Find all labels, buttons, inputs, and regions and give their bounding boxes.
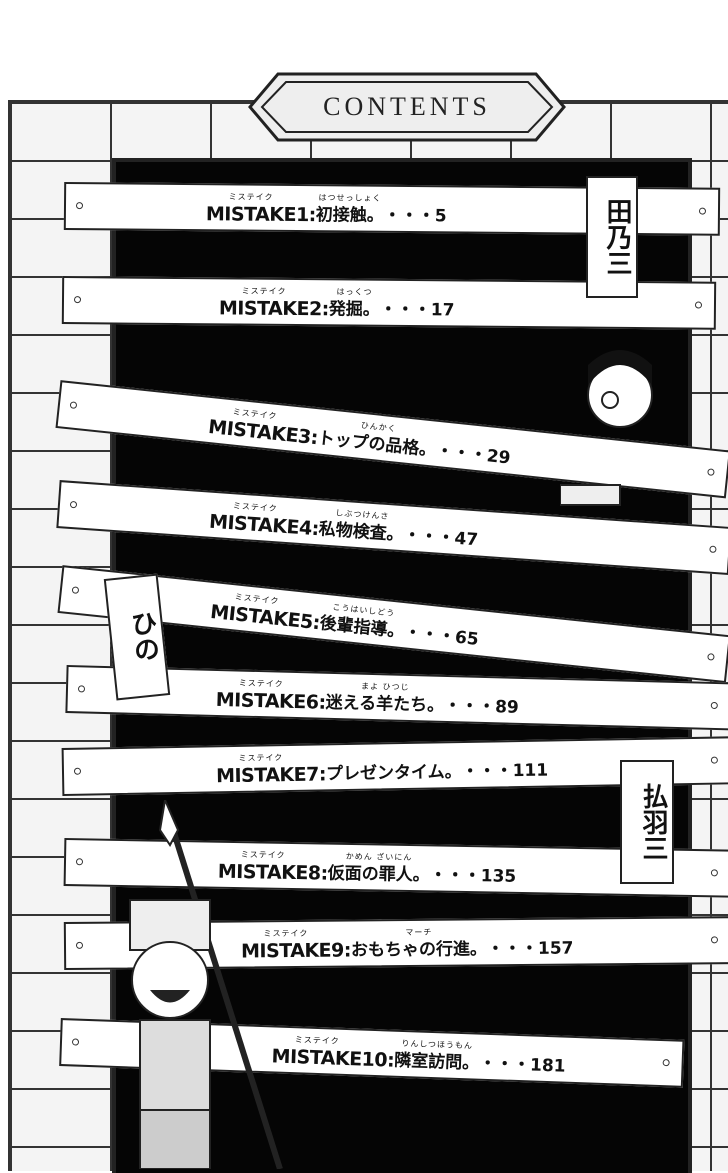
chapter-number: 6: [305, 691, 319, 714]
prefix-text: MISTAKE: [205, 203, 297, 227]
nail-icon: [710, 756, 718, 764]
title-text: おもちゃの行進。: [350, 939, 488, 961]
prefix-ruby: ミステイク: [238, 678, 284, 689]
leader-dots: ・・・: [379, 299, 431, 321]
title-text: 仮面の罪人。: [327, 863, 430, 886]
page-number: 47: [453, 528, 479, 551]
chapter-title: かめん ざいにん仮面の罪人。: [327, 852, 430, 891]
title-ruby: りんしつほうもん: [401, 1038, 474, 1051]
plaque-frame: [248, 72, 566, 142]
nail-icon: [710, 701, 718, 710]
chapter-title: りんしつほうもん隣室訪問。: [393, 1039, 480, 1079]
title-text: 発掘。: [328, 299, 380, 320]
page-number: 181: [529, 1055, 566, 1077]
title-text: 迷える羊たち。: [325, 692, 445, 716]
chapter-title: しぶつけんさ私物検査。: [318, 508, 405, 550]
leader-dots: ・・・: [443, 695, 496, 718]
chapter-number: 9: [331, 939, 344, 962]
leader-dots: ・・・: [461, 761, 513, 783]
title-text: 私物検査。: [318, 519, 405, 546]
chapter-number: 7: [305, 763, 320, 786]
prefix-ruby: ミステイク: [241, 286, 287, 296]
title-ruby: かめん ざいにん: [345, 851, 413, 863]
nail-icon: [69, 401, 78, 409]
girl-character-illustration: [560, 350, 653, 506]
leader-dots: ・・・: [402, 525, 456, 549]
page-number: 29: [485, 446, 512, 469]
nail-icon: [710, 936, 719, 944]
sound-effect-sign: 払羽三: [620, 760, 674, 884]
chapter-title: プレゼンタイム。: [326, 761, 462, 789]
page-number: 17: [430, 300, 455, 321]
title-ruby: まよ ひつじ: [360, 681, 410, 692]
nail-icon: [694, 301, 703, 309]
prefix-ruby: ミステイク: [228, 192, 274, 202]
nail-icon: [698, 207, 707, 215]
prefix-text: MISTAKE: [218, 297, 310, 321]
chapter-number: 8: [307, 862, 321, 885]
nail-icon: [707, 653, 715, 661]
nail-icon: [71, 1038, 80, 1046]
nail-icon: [71, 586, 80, 594]
title-ruby: はつせっしょく: [318, 193, 382, 203]
nail-icon: [709, 545, 717, 554]
leader-dots: ・・・: [435, 440, 488, 467]
leader-dots: ・・・: [486, 938, 539, 960]
nail-icon: [77, 685, 86, 693]
chapter-title: はつせっしょく初接触。: [315, 193, 384, 231]
nail-icon: [75, 202, 84, 210]
page-number: 89: [494, 697, 520, 718]
page-number: 65: [453, 627, 480, 650]
title-ruby: [316, 750, 472, 762]
title-plaque: CONTENTS: [248, 72, 566, 142]
page-number: 157: [537, 938, 574, 959]
prefix-text: MISTAKE: [215, 688, 307, 714]
leader-dots: ・・・: [403, 622, 457, 648]
chapter-number: 1: [295, 204, 309, 227]
prefix-ruby: ミステイク: [238, 753, 284, 763]
page-number: 5: [434, 206, 447, 227]
chapter-number: 2: [308, 298, 322, 321]
nail-icon: [73, 767, 82, 775]
prefix-text: MISTAKE: [208, 510, 300, 539]
nail-icon: [73, 296, 82, 304]
chapter-title: まよ ひつじ迷える羊たち。: [325, 682, 445, 721]
nail-icon: [75, 941, 84, 949]
leader-dots: ・・・: [478, 1053, 531, 1076]
page-number: 135: [480, 866, 517, 887]
title-ruby: はっくつ: [336, 287, 373, 297]
nail-icon: [710, 869, 718, 877]
title-ruby: マーチ: [405, 927, 433, 938]
soldier-character-illustration: [129, 800, 283, 1169]
nail-icon: [662, 1059, 670, 1067]
page-number: 111: [512, 760, 549, 782]
chapter-title: マーチおもちゃの行進。: [350, 928, 488, 965]
nail-icon: [75, 858, 84, 866]
nail-icon: [69, 500, 78, 509]
leader-dots: ・・・: [383, 205, 435, 227]
sound-effect-sign: 田乃三: [586, 176, 638, 298]
nail-icon: [707, 468, 715, 476]
title-text: 隣室訪問。: [393, 1050, 480, 1074]
chapter-number: 10: [361, 1048, 388, 1072]
leader-dots: ・・・: [429, 865, 481, 887]
chapter-title: はっくつ発掘。: [328, 287, 380, 324]
title-text: 初接触。: [315, 205, 384, 226]
title-text: プレゼンタイム。: [325, 762, 462, 785]
prefix-text: MISTAKE: [215, 763, 307, 788]
page-title: CONTENTS: [323, 92, 491, 121]
